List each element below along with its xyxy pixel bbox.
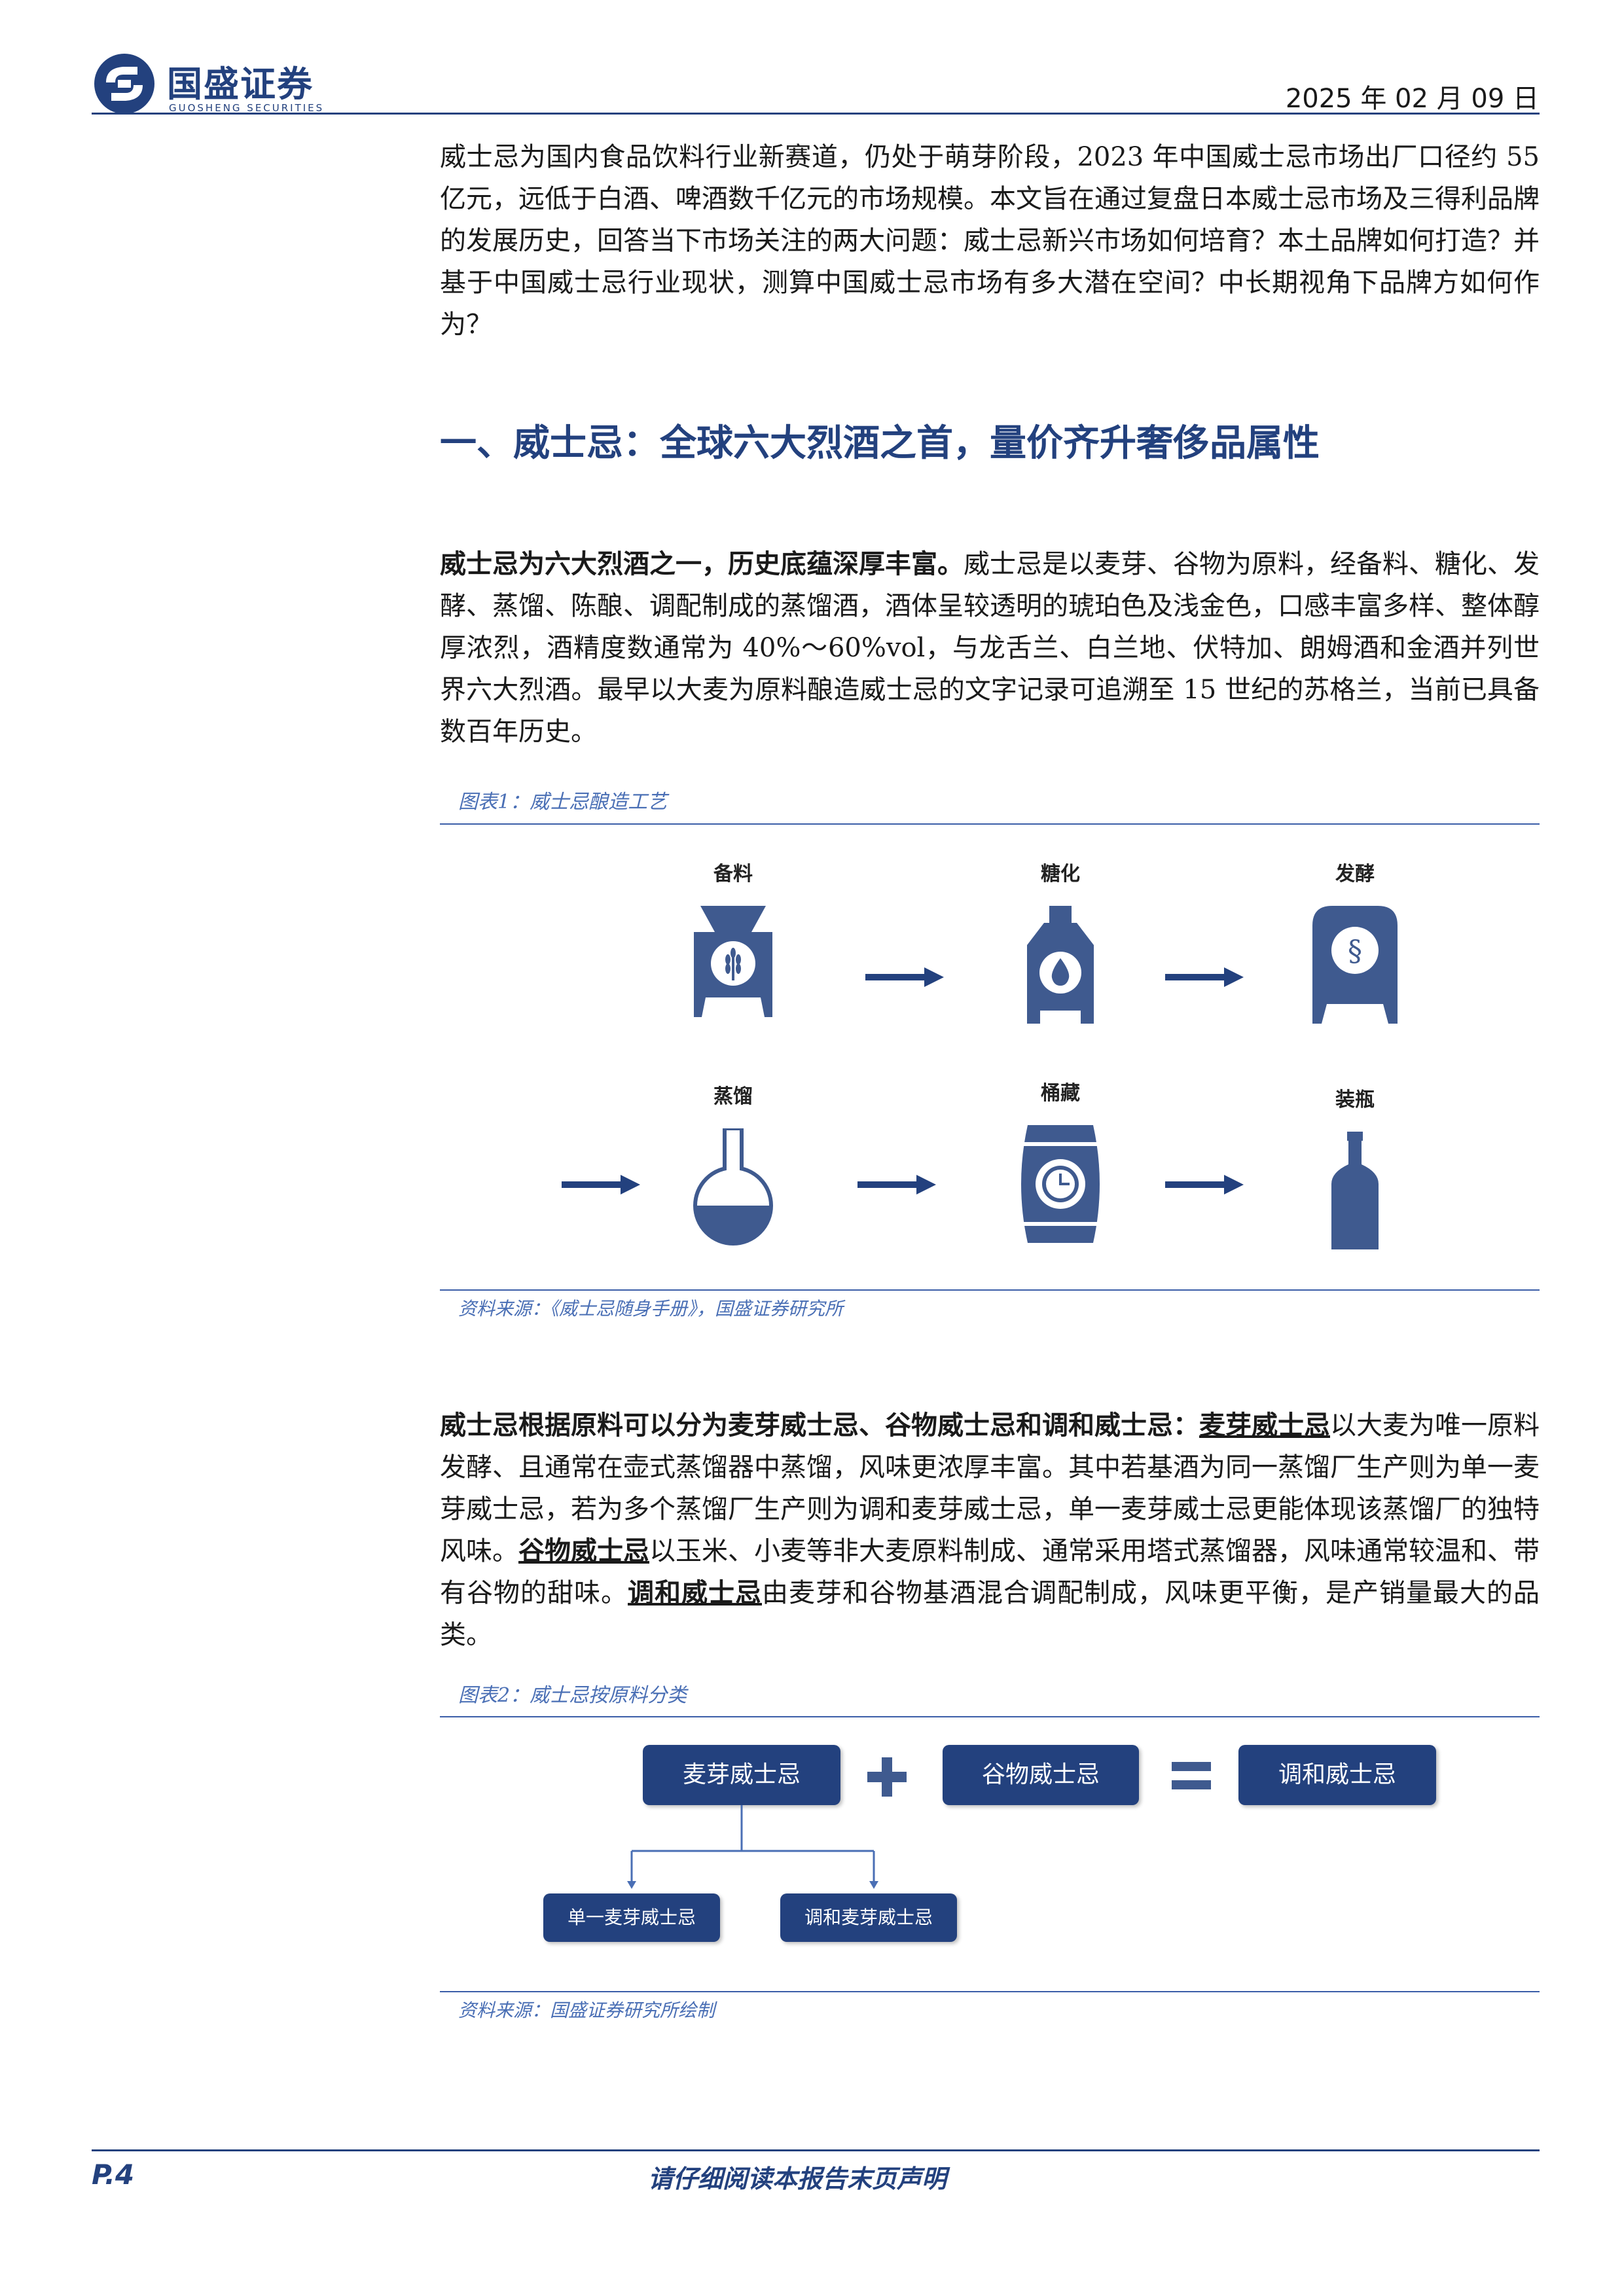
bottle-icon — [1331, 1132, 1379, 1249]
svg-text:§: § — [1348, 935, 1362, 968]
figure1-top-rule — [440, 823, 1540, 825]
arrow-right-icon — [1165, 1175, 1244, 1194]
figure1-caption: 图表1：威士忌酿造工艺 — [458, 791, 668, 814]
paragraph-body: 威士忌是以麦芽、谷物为原料，经备料、糖化、发酵、蒸馏、陈酿、调配制成的蒸馏酒，酒… — [440, 549, 1540, 747]
step-ferment: 发酵 § — [1276, 857, 1434, 1026]
page-number: P.4 — [92, 2159, 135, 2191]
arrow-right-icon — [865, 967, 944, 987]
paragraph-lead: 威士忌根据原料可以分为麦芽威士忌、谷物威士忌和调和威士忌： — [440, 1410, 1199, 1441]
footer-rule — [92, 2149, 1540, 2151]
figure1-source: 资料来源：《威士忌随身手册》，国盛证券研究所 — [458, 1298, 844, 1319]
box-malt-whisky: 麦芽威士忌 — [643, 1745, 840, 1805]
logo-text: 国盛证券 — [167, 63, 314, 105]
step-label: 发酵 — [1335, 863, 1375, 886]
arrow-right-icon — [857, 1175, 936, 1194]
step-bottle: 装瓶 — [1276, 1083, 1434, 1252]
box-blended-malt: 调和麦芽威士忌 — [780, 1893, 957, 1942]
step-label: 蒸馏 — [713, 1085, 753, 1108]
section-title: 一、威士忌：全球六大烈酒之首，量价齐升奢侈品属性 — [440, 422, 1320, 465]
grain-hopper-icon — [694, 906, 772, 1017]
header-rule — [92, 113, 1540, 115]
step-prep: 备料 — [655, 857, 812, 1020]
step-distill: 蒸馏 — [655, 1080, 812, 1249]
step-label: 桶藏 — [1041, 1082, 1080, 1105]
figure2-bottom-rule — [440, 1991, 1540, 1992]
fermenter-icon: § — [1312, 906, 1398, 1024]
paragraph-body: 由麦芽和谷物基酒混合调配制成，风味更平衡，是产销量最大的品类。 — [440, 1578, 1540, 1650]
step-label: 装瓶 — [1335, 1088, 1375, 1111]
logo-subtext: GUOSHENG SECURITIES — [169, 102, 325, 114]
company-logo: 国盛证券 GUOSHENG SECURITIES — [92, 51, 367, 123]
figure2-caption: 图表2：威士忌按原料分类 — [458, 1684, 687, 1707]
intro-paragraph: 威士忌为国内食品饮料行业新赛道，仍处于萌芽阶段，2023 年中国威士忌市场出厂口… — [440, 142, 1540, 340]
equals-icon — [1172, 1762, 1211, 1789]
term-malt-whisky: 麦芽威士忌 — [1199, 1410, 1330, 1441]
barrel-icon — [1020, 1125, 1100, 1243]
report-date: 2025 年 02 月 09 日 — [1285, 84, 1539, 114]
step-cask: 桶藏 — [982, 1077, 1139, 1246]
flask-icon — [693, 1126, 773, 1246]
term-grain-whisky: 谷物威士忌 — [518, 1535, 649, 1566]
step-saccharify: 糖化 — [982, 857, 1139, 1026]
tree-connector — [627, 1805, 878, 1889]
paragraph-classification: 威士忌根据原料可以分为麦芽威士忌、谷物威士忌和调和威士忌：麦芽威士忌以大麦为唯一… — [440, 1405, 1540, 1656]
paragraph-overview: 威士忌为六大烈酒之一，历史底蕴深厚丰富。威士忌是以麦芽、谷物为原料，经备料、糖化… — [440, 543, 1540, 753]
paragraph-lead: 威士忌为六大烈酒之一，历史底蕴深厚丰富。 — [440, 548, 964, 579]
term-blended-whisky: 调和威士忌 — [628, 1577, 762, 1608]
mash-tun-icon — [1027, 906, 1094, 1024]
figure2-top-rule — [440, 1716, 1540, 1717]
figure2-source: 资料来源：国盛证券研究所绘制 — [458, 2000, 715, 2021]
figure1-bottom-rule — [440, 1289, 1540, 1291]
box-grain-whisky: 谷物威士忌 — [943, 1745, 1139, 1805]
arrow-right-icon — [1165, 967, 1244, 987]
plus-icon — [867, 1757, 907, 1797]
disclaimer-note: 请仔细阅读本报告末页声明 — [648, 2164, 947, 2193]
paragraph-body: 以大麦为唯一原料发酵、且通常在壶式蒸馏器中蒸馏，风味更浓厚丰富。其中若基酒为同一… — [440, 1410, 1540, 1566]
arrow-right-icon — [562, 1175, 640, 1194]
box-single-malt: 单一麦芽威士忌 — [543, 1893, 720, 1942]
logo-icon — [94, 54, 154, 114]
step-label: 备料 — [713, 863, 753, 886]
paragraph-body: 以玉米、小麦等非大麦原料制成、通常采用塔式蒸馏器，风味通常较温和、带有谷物的甜味… — [440, 1536, 1540, 1608]
step-label: 糖化 — [1041, 863, 1080, 886]
box-blended-whisky: 调和威士忌 — [1238, 1745, 1436, 1805]
